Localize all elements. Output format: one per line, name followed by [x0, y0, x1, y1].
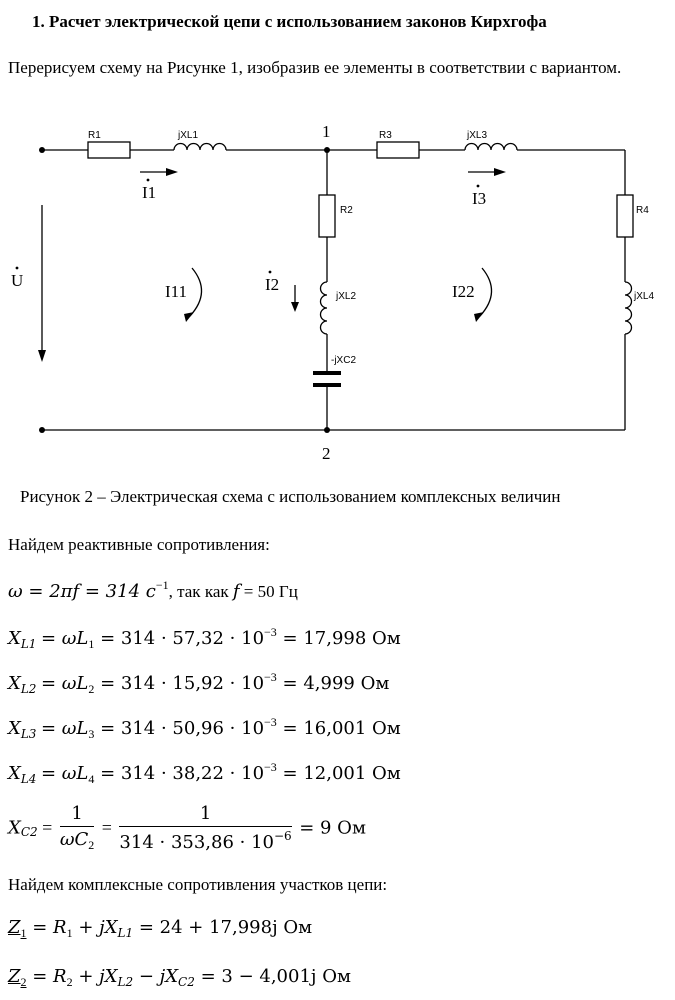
reactive-intro: Найдем реактивные сопротивления:: [8, 535, 270, 554]
intro-paragraph: Перерисуем схему на Рисунке 1, изобразив…: [8, 58, 622, 77]
node-2-dot: [324, 427, 330, 433]
section-heading: 1. Расчет электрической цепи с использов…: [32, 12, 547, 31]
label-xl4: jXL4: [633, 291, 654, 302]
current-i2-label: I2: [265, 275, 279, 294]
node-1-dot: [324, 147, 330, 153]
label-xl3: jXL3: [466, 130, 487, 141]
resistor-r2: [318, 194, 336, 238]
inductor-xl3: [464, 142, 518, 151]
xl1-formula: XL1 = ωL1 = 314 · 57,32 · 10−3 = 17,998 …: [8, 625, 401, 651]
current-i3-label: I3: [472, 189, 486, 208]
loop-arrow-i11: [189, 267, 203, 317]
label-xc2: -jXC2: [331, 355, 356, 366]
label-r2: R2: [340, 205, 353, 216]
resistor-r3: [376, 141, 420, 159]
xl4-formula: XL4 = ωL4 = 314 · 38,22 · 10−3 = 12,001 …: [8, 760, 401, 786]
xl2-formula: XL2 = ωL2 = 314 · 15,92 · 10−3 = 4,999 О…: [8, 670, 390, 696]
resistor-r4: [616, 194, 634, 238]
current-i1-label: I1: [142, 183, 156, 202]
loop-arrow-i22: [479, 267, 493, 317]
circuit-diagram: R1 jXL1 R3 jXL3 R2 jXL2 -jXC2 R4 jXL4 1 …: [11, 122, 654, 463]
label-xl1: jXL1: [177, 130, 198, 141]
label-r3: R3: [379, 130, 392, 141]
inductor-xl1: [173, 142, 227, 151]
node-1-label: 1: [322, 122, 331, 141]
resistor-r1: [87, 141, 131, 159]
inductor-xl2: [319, 281, 328, 335]
voltage-u-label: U: [11, 271, 23, 290]
loop-i11-label: I11: [165, 282, 187, 301]
terminal-top: [39, 147, 45, 153]
label-r4: R4: [636, 205, 649, 216]
z1-formula: Z1 = R1 + jXL1 = 24 + 17,998j Ом: [8, 917, 313, 940]
figure-caption: Рисунок 2 – Электрическая схема с исполь…: [20, 487, 561, 506]
node-2-label: 2: [322, 444, 331, 463]
label-xl2: jXL2: [335, 291, 356, 302]
xl3-formula: XL3 = ωL3 = 314 · 50,96 · 10−3 = 16,001 …: [8, 715, 401, 741]
loop-i22-label: I22: [452, 282, 475, 301]
z2-formula: Z2 = R2 + jXL2 − jXC2 = 3 − 4,001j Ом: [8, 966, 351, 989]
complex-intro: Найдем комплексные сопротивления участко…: [8, 875, 388, 894]
terminal-bottom: [39, 427, 45, 433]
inductor-xl4: [624, 281, 633, 335]
label-r1: R1: [88, 130, 101, 141]
omega-formula: ω = 2πf = 314 с−1, так как f = 50 Гц: [8, 578, 298, 602]
